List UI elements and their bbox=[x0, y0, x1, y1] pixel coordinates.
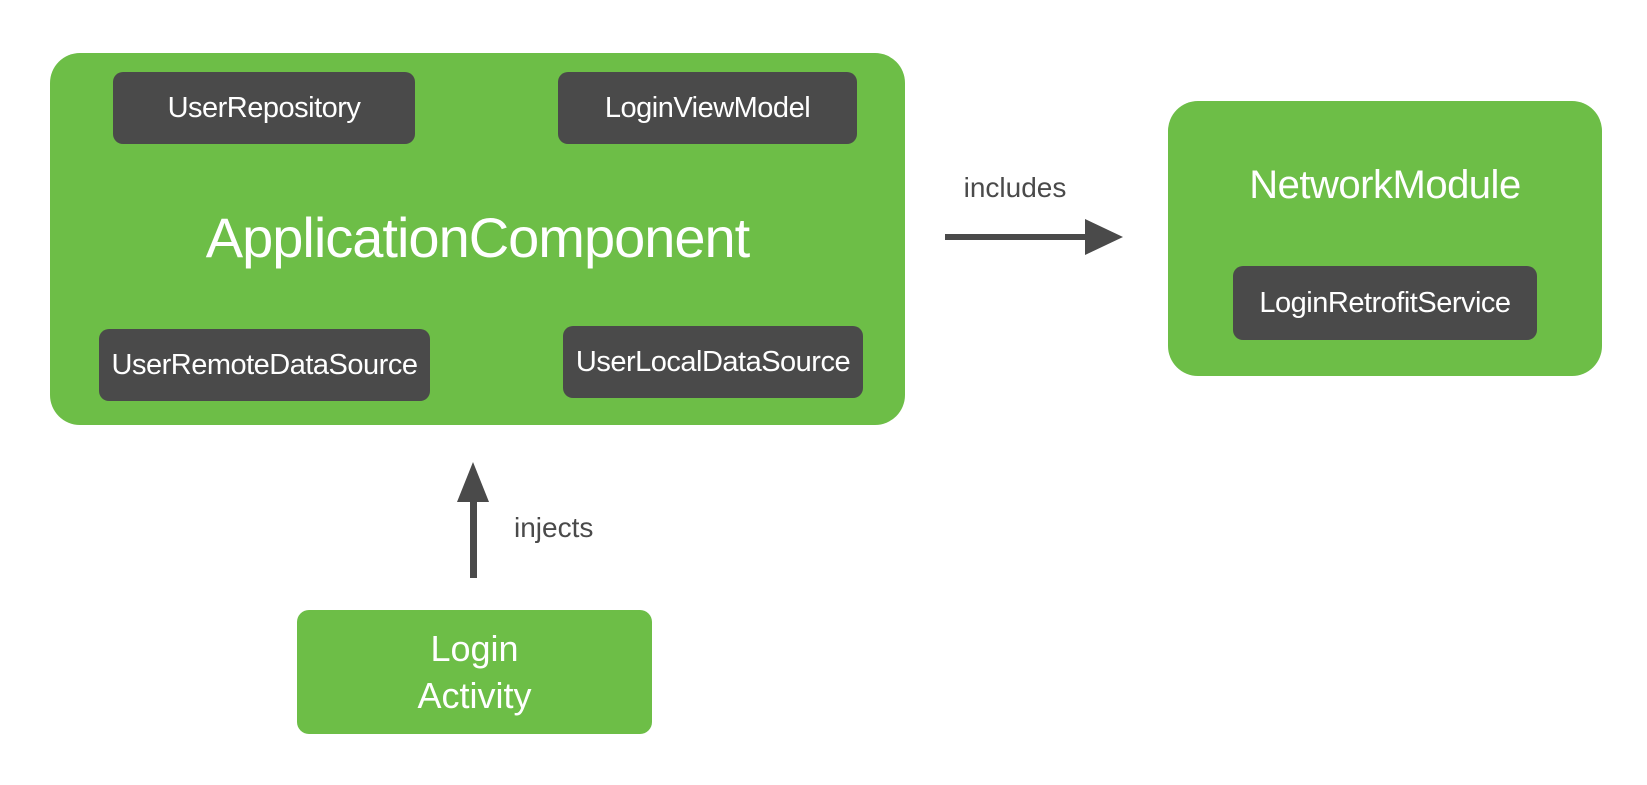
injects-edge-label: injects bbox=[514, 512, 594, 543]
node-login-view-model: LoginViewModel bbox=[558, 72, 857, 144]
node-user-local-data-source: UserLocalDataSource bbox=[563, 326, 863, 398]
login-activity-line2: Activity bbox=[417, 675, 532, 716]
includes-arrowhead-icon bbox=[1085, 219, 1123, 255]
network-module-box: NetworkModule LoginRetrofitService bbox=[1168, 101, 1602, 376]
includes-edge-label: includes bbox=[963, 172, 1067, 203]
node-login-retrofit-service: LoginRetrofitService bbox=[1233, 266, 1537, 340]
application-component-box: UserRepository LoginViewModel Applicatio… bbox=[50, 53, 905, 425]
node-login-activity: Login Activity bbox=[297, 610, 652, 734]
injects-arrow-line bbox=[470, 498, 477, 578]
includes-arrow-line bbox=[945, 234, 1087, 240]
login-activity-line1: Login bbox=[430, 628, 519, 669]
node-user-remote-data-source: UserRemoteDataSource bbox=[99, 329, 430, 401]
application-component-title: ApplicationComponent bbox=[205, 206, 750, 269]
network-module-title: NetworkModule bbox=[1249, 163, 1521, 207]
injects-arrowhead-icon bbox=[457, 462, 489, 502]
node-user-repository: UserRepository bbox=[113, 72, 415, 144]
